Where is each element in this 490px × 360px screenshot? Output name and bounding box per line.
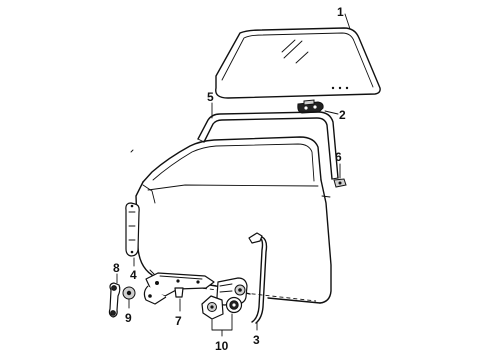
leader-1: [344, 13, 351, 30]
callout-9: 9: [125, 311, 132, 325]
handle-escutcheon: [122, 286, 136, 300]
callout-10: 10: [215, 339, 229, 353]
motor-bushing: [225, 296, 243, 314]
window-handle: [108, 282, 121, 318]
glass-stop: [333, 178, 347, 188]
callout-3: 3: [253, 333, 260, 347]
callout-4: 4: [130, 268, 137, 282]
callout-7: 7: [175, 314, 182, 328]
callout-5: 5: [207, 90, 214, 104]
callout-1: 1: [337, 5, 344, 19]
regulator-motor: [216, 277, 248, 306]
callout-2: 2: [339, 108, 346, 122]
callout-8: 8: [113, 261, 120, 275]
rear-guide-channel: [248, 232, 268, 324]
window-regulator: [143, 272, 215, 305]
motor-gasket-plate: [201, 295, 224, 320]
leader-2: [324, 110, 339, 115]
leader-10: [211, 313, 233, 337]
callout-6: 6: [335, 150, 342, 164]
door-guide: [125, 202, 140, 257]
door-glass: [215, 27, 381, 99]
glass-bracket: [297, 99, 324, 114]
